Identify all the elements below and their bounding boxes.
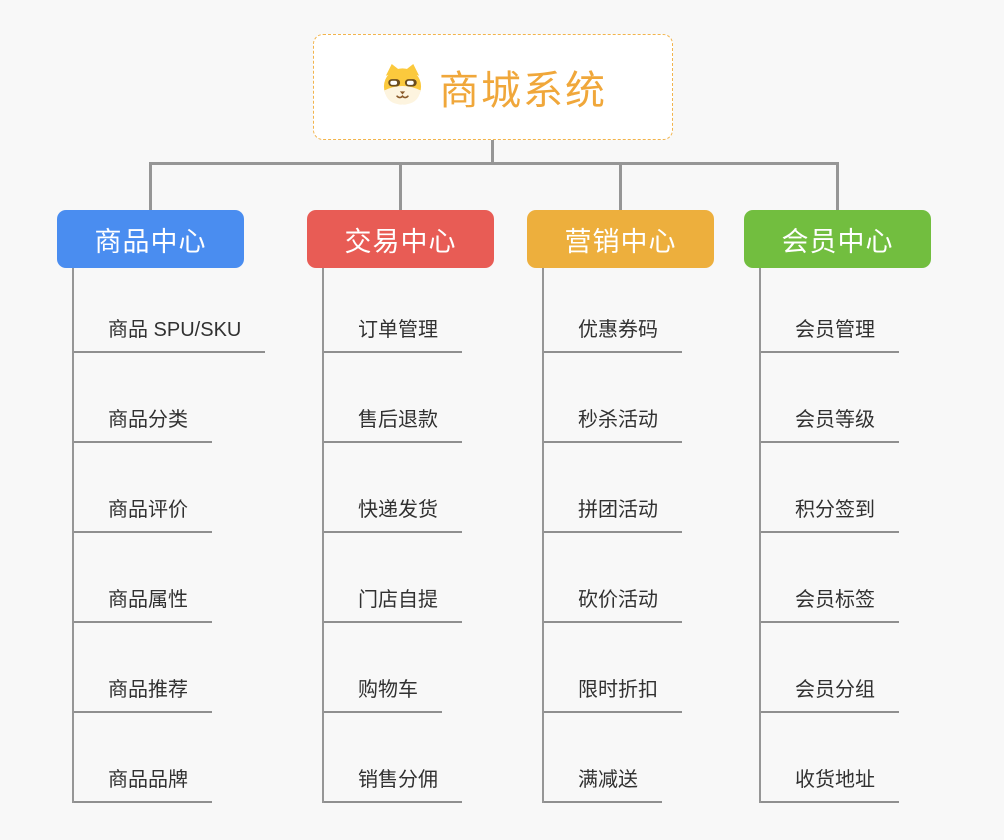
child-node-label[interactable]: 门店自提 [324,583,462,623]
child-node-label[interactable]: 会员管理 [761,313,899,353]
child-node-label[interactable]: 限时折扣 [544,673,682,713]
branch-children-member: 会员管理 会员等级 积分签到 会员标签 会员分组 收货地址 [759,268,989,803]
branch-children-product: 商品 SPU/SKU 商品分类 商品评价 商品属性 商品推荐 商品品牌 [72,268,302,803]
child-node[interactable]: 购物车 [324,623,552,713]
dog-face-icon [379,63,426,111]
child-node[interactable]: 秒杀活动 [544,353,772,443]
child-node[interactable]: 会员分组 [761,623,989,713]
child-node[interactable]: 砍价活动 [544,533,772,623]
branch-header-member[interactable]: 会员中心 [744,210,931,268]
branch-children-marketing: 优惠券码 秒杀活动 拼团活动 砍价活动 限时折扣 满减送 [542,268,772,803]
child-node-label[interactable]: 拼团活动 [544,493,682,533]
root-title: 商城系统 [439,69,607,113]
child-node[interactable]: 商品属性 [74,533,302,623]
child-node-label[interactable]: 商品评价 [74,493,212,533]
child-node[interactable]: 商品品牌 [74,713,302,803]
child-node-label[interactable]: 商品品牌 [74,763,212,803]
branch-header-product[interactable]: 商品中心 [57,210,244,268]
child-node-label[interactable]: 商品属性 [74,583,212,623]
child-node-label[interactable]: 会员分组 [761,673,899,713]
child-node[interactable]: 会员等级 [761,353,989,443]
child-node-label[interactable]: 商品 SPU/SKU [74,313,266,353]
connector-branch-4 [836,162,839,210]
child-node[interactable]: 售后退款 [324,353,552,443]
child-node[interactable]: 会员标签 [761,533,989,623]
branch-header-trade[interactable]: 交易中心 [307,210,494,268]
child-node[interactable]: 门店自提 [324,533,552,623]
child-node-label[interactable]: 会员标签 [761,583,899,623]
branch-header-marketing[interactable]: 营销中心 [527,210,714,268]
child-node-label[interactable]: 满减送 [544,763,662,803]
child-node-label[interactable]: 销售分佣 [324,763,462,803]
connector-branch-3 [619,162,622,210]
connector-branch-1 [149,162,152,210]
child-node-label[interactable]: 商品分类 [74,403,212,443]
child-node-label[interactable]: 商品推荐 [74,673,212,713]
connector-branch-2 [399,162,402,210]
child-node[interactable]: 商品分类 [74,353,302,443]
child-node[interactable]: 商品推荐 [74,623,302,713]
child-node[interactable]: 满减送 [544,713,772,803]
child-node-label[interactable]: 砍价活动 [544,583,682,623]
child-node[interactable]: 限时折扣 [544,623,772,713]
child-node[interactable]: 拼团活动 [544,443,772,533]
child-node[interactable]: 优惠券码 [544,268,772,353]
connector-horizontal [149,162,839,165]
child-node[interactable]: 商品评价 [74,443,302,533]
child-node-label[interactable]: 订单管理 [324,313,462,353]
child-node[interactable]: 积分签到 [761,443,989,533]
child-node[interactable]: 会员管理 [761,268,989,353]
child-node[interactable]: 销售分佣 [324,713,552,803]
child-node[interactable]: 快递发货 [324,443,552,533]
child-node-label[interactable]: 快递发货 [324,493,462,533]
child-node[interactable]: 订单管理 [324,268,552,353]
branch-children-trade: 订单管理 售后退款 快递发货 门店自提 购物车 销售分佣 [322,268,552,803]
child-node-label[interactable]: 会员等级 [761,403,899,443]
child-node-label[interactable]: 收货地址 [761,763,899,803]
child-node[interactable]: 收货地址 [761,713,989,803]
child-node-label[interactable]: 优惠券码 [544,313,682,353]
child-node-label[interactable]: 售后退款 [324,403,462,443]
child-node-label[interactable]: 秒杀活动 [544,403,682,443]
connector-root-stub [491,140,494,163]
child-node-label[interactable]: 积分签到 [761,493,899,533]
child-node[interactable]: 商品 SPU/SKU [74,268,302,353]
child-node-label[interactable]: 购物车 [324,673,442,713]
root-node[interactable]: 商城系统 [313,34,673,140]
